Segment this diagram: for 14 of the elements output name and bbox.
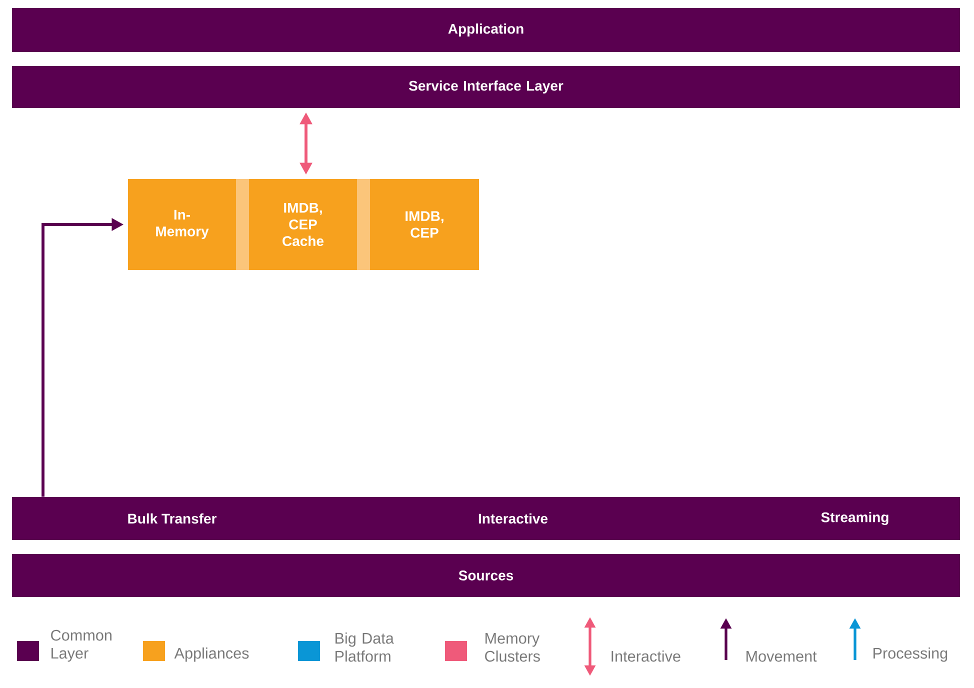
legend-label: Common Layer [51,630,112,662]
layer-band: Sources [12,554,960,597]
layer-band: Service Interface Layer [12,66,960,108]
legend-label: Memory Clusters [485,633,540,662]
component-box: IMDB, CEP Cache [249,179,357,270]
legend-label: Processing [874,647,948,662]
legend-label: Big Data Platform [336,632,394,662]
legend-label: Appliances [174,647,249,662]
legend-label: Interactive [612,650,680,662]
legend-label: Movement [746,651,817,662]
layer-band: Application [12,8,960,52]
component-box: In- Memory [128,179,236,270]
layer-band: Bulk Transfer Interactive Streaming [12,497,960,540]
component-box: IMDB, CEP [370,179,479,270]
